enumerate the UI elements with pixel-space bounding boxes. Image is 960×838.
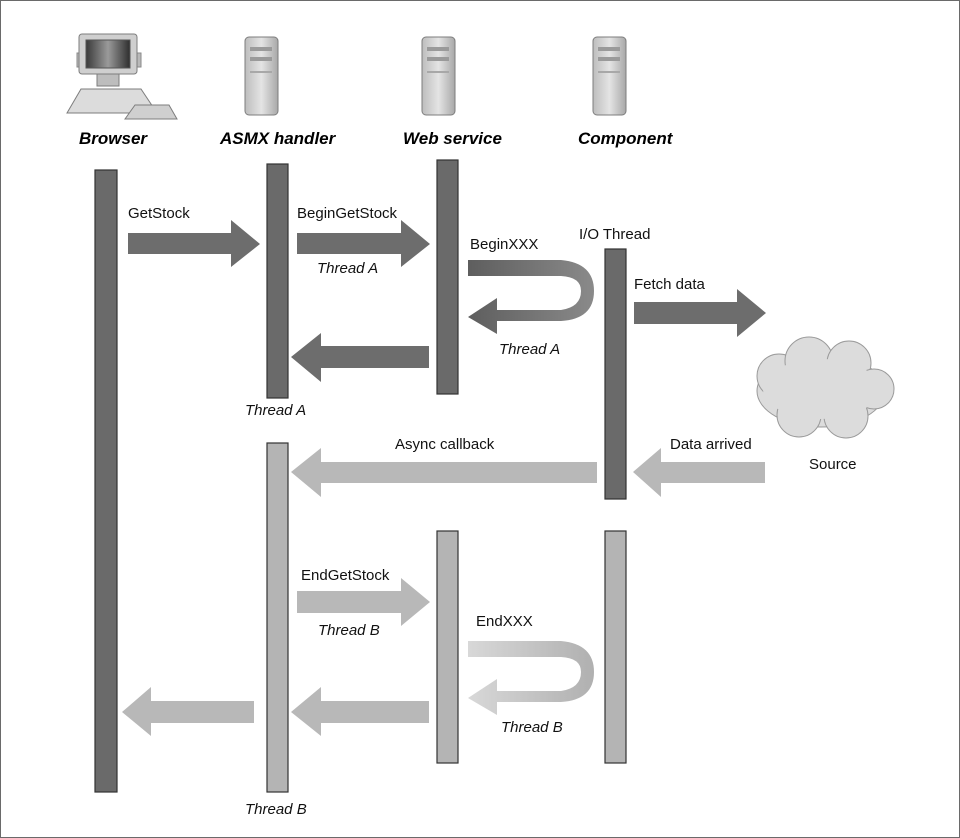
thread-b-label-2: Thread B [501,719,563,736]
asmx-activation-thread-a [266,163,289,399]
component-io-thread [604,248,627,500]
endxxx-loop-arrow [468,641,594,715]
cloud-icon [756,336,895,439]
return-to-browser-arrow [122,687,254,736]
browser-label: Browser [79,129,148,148]
component-activation-thread-b [604,530,627,764]
endgetstock-label: EndGetStock [301,567,390,584]
component-label: Component [578,129,673,148]
server-tower-icon [592,36,627,116]
thread-a-label-2: Thread A [499,341,561,358]
io-thread-label: I/O Thread [579,226,651,243]
endxxx-label: EndXXX [476,613,533,630]
fetch-data-arrow [634,289,766,337]
webservice-activation-thread-b [436,530,459,764]
return-to-asmx-arrow [291,333,429,382]
web-service-label: Web service [403,129,502,148]
endgetstock-arrow [297,578,430,626]
desktop-computer-icon [66,33,178,120]
server-tower-icon [421,36,456,116]
thread-b-label-1: Thread B [318,622,380,639]
async-callback-label: Async callback [395,436,495,453]
data-arrived-arrow [633,448,765,497]
async-callback-arrow [291,448,597,497]
source-label: Source [809,456,857,473]
getstock-arrow [128,220,260,267]
browser-lifeline [94,169,118,793]
getstock-label: GetStock [128,205,190,222]
begingetstock-label: BeginGetStock [297,205,398,222]
data-arrived-label: Data arrived [670,436,752,453]
asmx-activation-thread-b [266,442,289,793]
return-to-asmx-b-arrow [291,687,429,736]
server-tower-icon [244,36,279,116]
fetch-data-label: Fetch data [634,276,705,293]
thread-a-label-3: Thread A [245,402,307,419]
beginxxx-label: BeginXXX [470,236,539,253]
begingetstock-arrow [297,220,430,267]
webservice-activation-thread-a [436,159,459,395]
thread-a-label-1: Thread A [317,260,379,277]
thread-b-label-3: Thread B [245,801,307,818]
asmx-handler-label: ASMX handler [220,129,336,148]
beginxxx-loop-arrow [468,260,594,334]
